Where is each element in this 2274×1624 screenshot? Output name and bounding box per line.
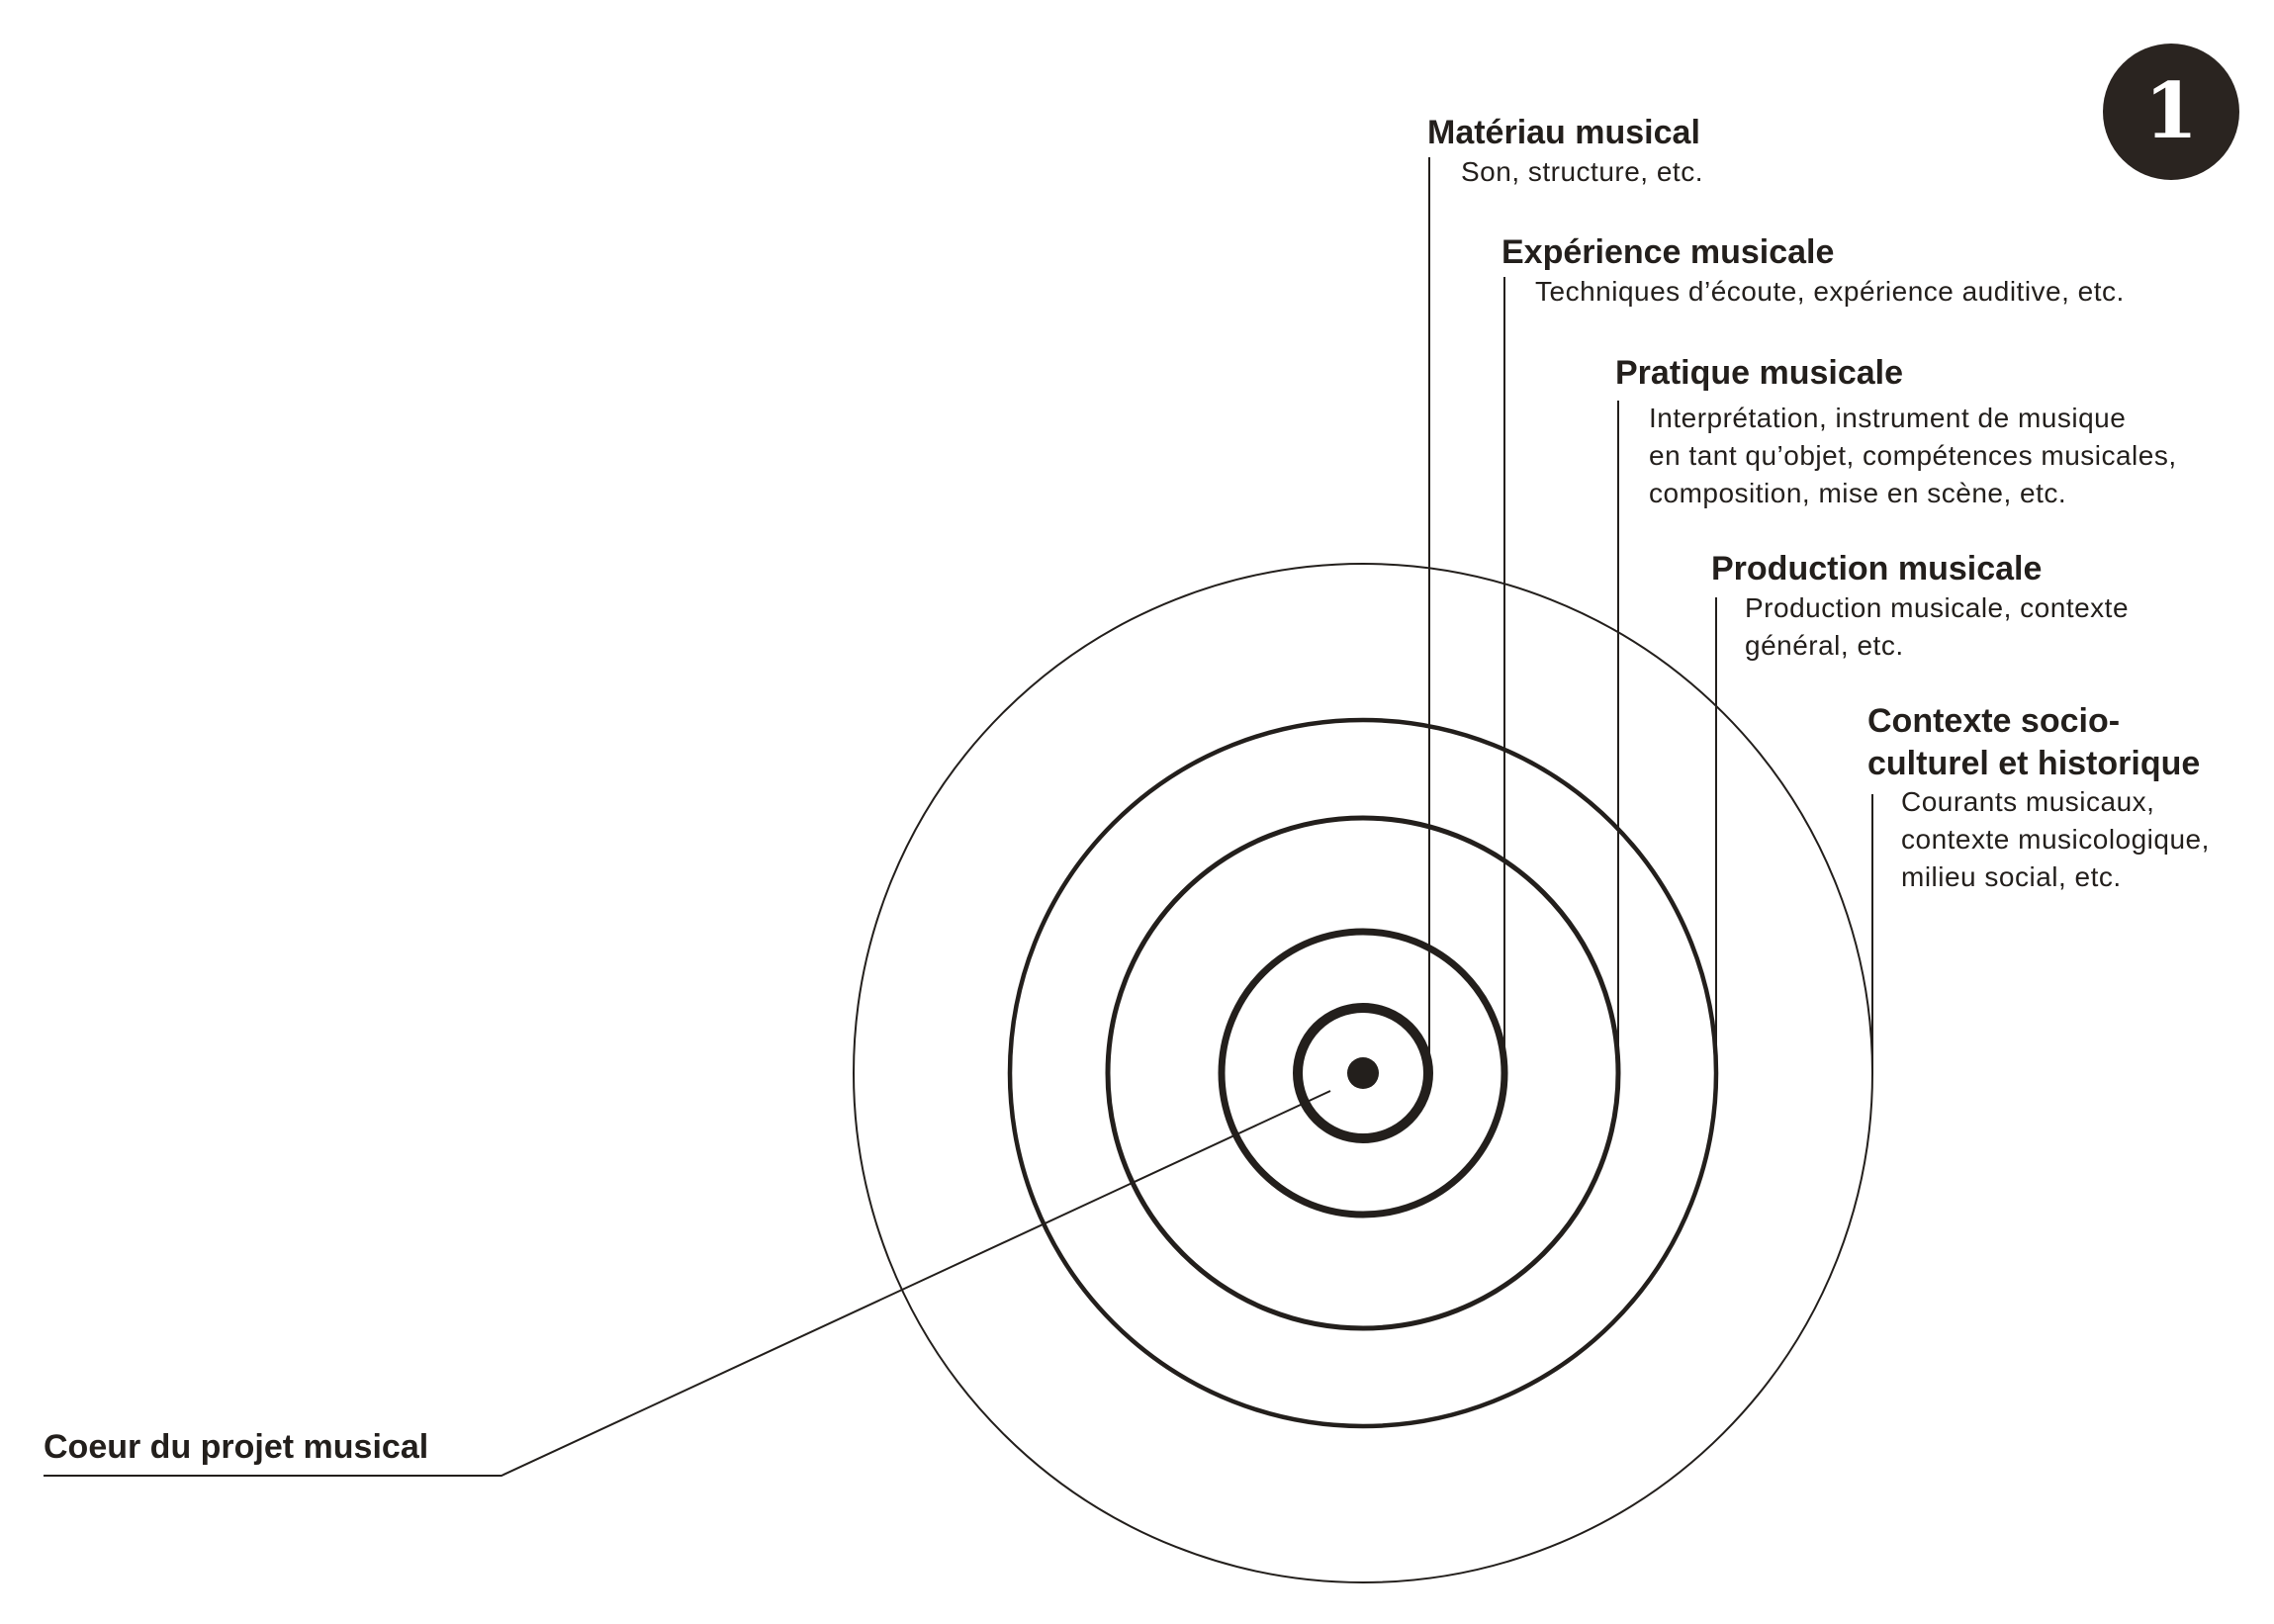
layer-title-experience: Expérience musicale	[1501, 233, 1835, 271]
layer-title-production: Production musicale	[1711, 550, 2043, 587]
layer-description-experience: Techniques d’écoute, expérience auditive…	[1535, 276, 2125, 307]
layer-description-practice: Interprétation, instrument de musique en…	[1649, 403, 2177, 508]
figure-number-badge: 1	[2103, 44, 2239, 180]
layer-title-material: Matériau musical	[1427, 114, 1700, 151]
layer-description-socio-cultural: Courants musicaux, contexte musicologiqu…	[1901, 786, 2210, 892]
layer-title-practice: Pratique musicale	[1615, 354, 1904, 392]
core-label: Coeur du projet musical	[44, 1428, 429, 1466]
layer-description-production: Production musicale, contexte général, e…	[1745, 592, 2130, 661]
core-dot	[1347, 1057, 1379, 1089]
layer-title-socio-cultural: Contexte socio- culturel et historique	[1867, 702, 2201, 782]
layer-description-material: Son, structure, etc.	[1461, 156, 1703, 187]
leader-core	[44, 1090, 1331, 1477]
